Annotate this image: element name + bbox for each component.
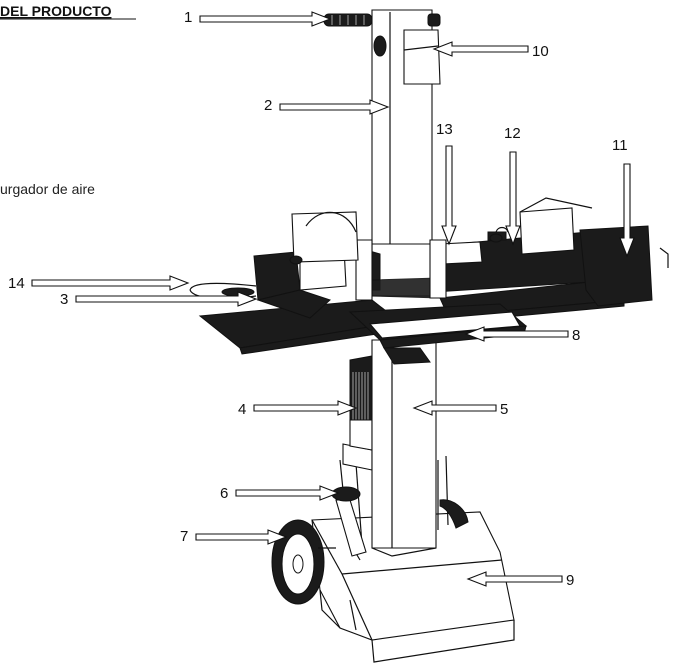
svg-text:12: 12 <box>504 125 521 142</box>
callout-12: 12 <box>504 125 521 246</box>
rear-wheel <box>439 499 469 529</box>
lower-column <box>371 339 437 557</box>
callout-11: 11 <box>612 137 635 258</box>
callout-13: 13 <box>436 121 457 246</box>
svg-text:8: 8 <box>572 327 580 344</box>
horizontal-beam <box>431 197 669 307</box>
log-splitter-illustration <box>189 9 669 663</box>
callout-10: 10 <box>432 41 549 60</box>
callout-4: 4 <box>238 400 358 418</box>
motor <box>349 355 373 451</box>
callout-3: 3 <box>60 291 258 308</box>
callout-8: 8 <box>464 326 580 344</box>
svg-text:10: 10 <box>532 43 549 60</box>
svg-text:13: 13 <box>436 121 453 138</box>
svg-text:2: 2 <box>264 97 272 114</box>
callout-7: 7 <box>180 528 288 545</box>
svg-text:11: 11 <box>612 137 628 154</box>
safety-bracket <box>289 211 503 265</box>
callout-1: 1 <box>184 9 332 27</box>
svg-text:5: 5 <box>500 401 508 418</box>
upper-column <box>355 9 447 301</box>
svg-text:9: 9 <box>566 572 574 589</box>
svg-text:4: 4 <box>238 401 246 418</box>
svg-text:14: 14 <box>8 275 25 292</box>
callout-2: 2 <box>264 97 390 115</box>
top-handle <box>323 13 441 27</box>
side-note: urgador de aire <box>0 181 95 197</box>
callout-6: 6 <box>220 485 340 502</box>
callout-5: 5 <box>412 400 508 418</box>
svg-text:6: 6 <box>220 485 228 502</box>
callout-9: 9 <box>466 571 574 589</box>
control-handle <box>331 486 367 557</box>
left-guard <box>253 247 347 319</box>
front-wheel <box>271 519 336 605</box>
svg-text:3: 3 <box>60 291 68 308</box>
svg-text:7: 7 <box>180 528 188 545</box>
work-table <box>198 279 625 365</box>
callout-14: 14 <box>8 275 190 292</box>
section-title: DEL PRODUCTO <box>0 3 112 19</box>
svg-text:1: 1 <box>184 9 192 26</box>
